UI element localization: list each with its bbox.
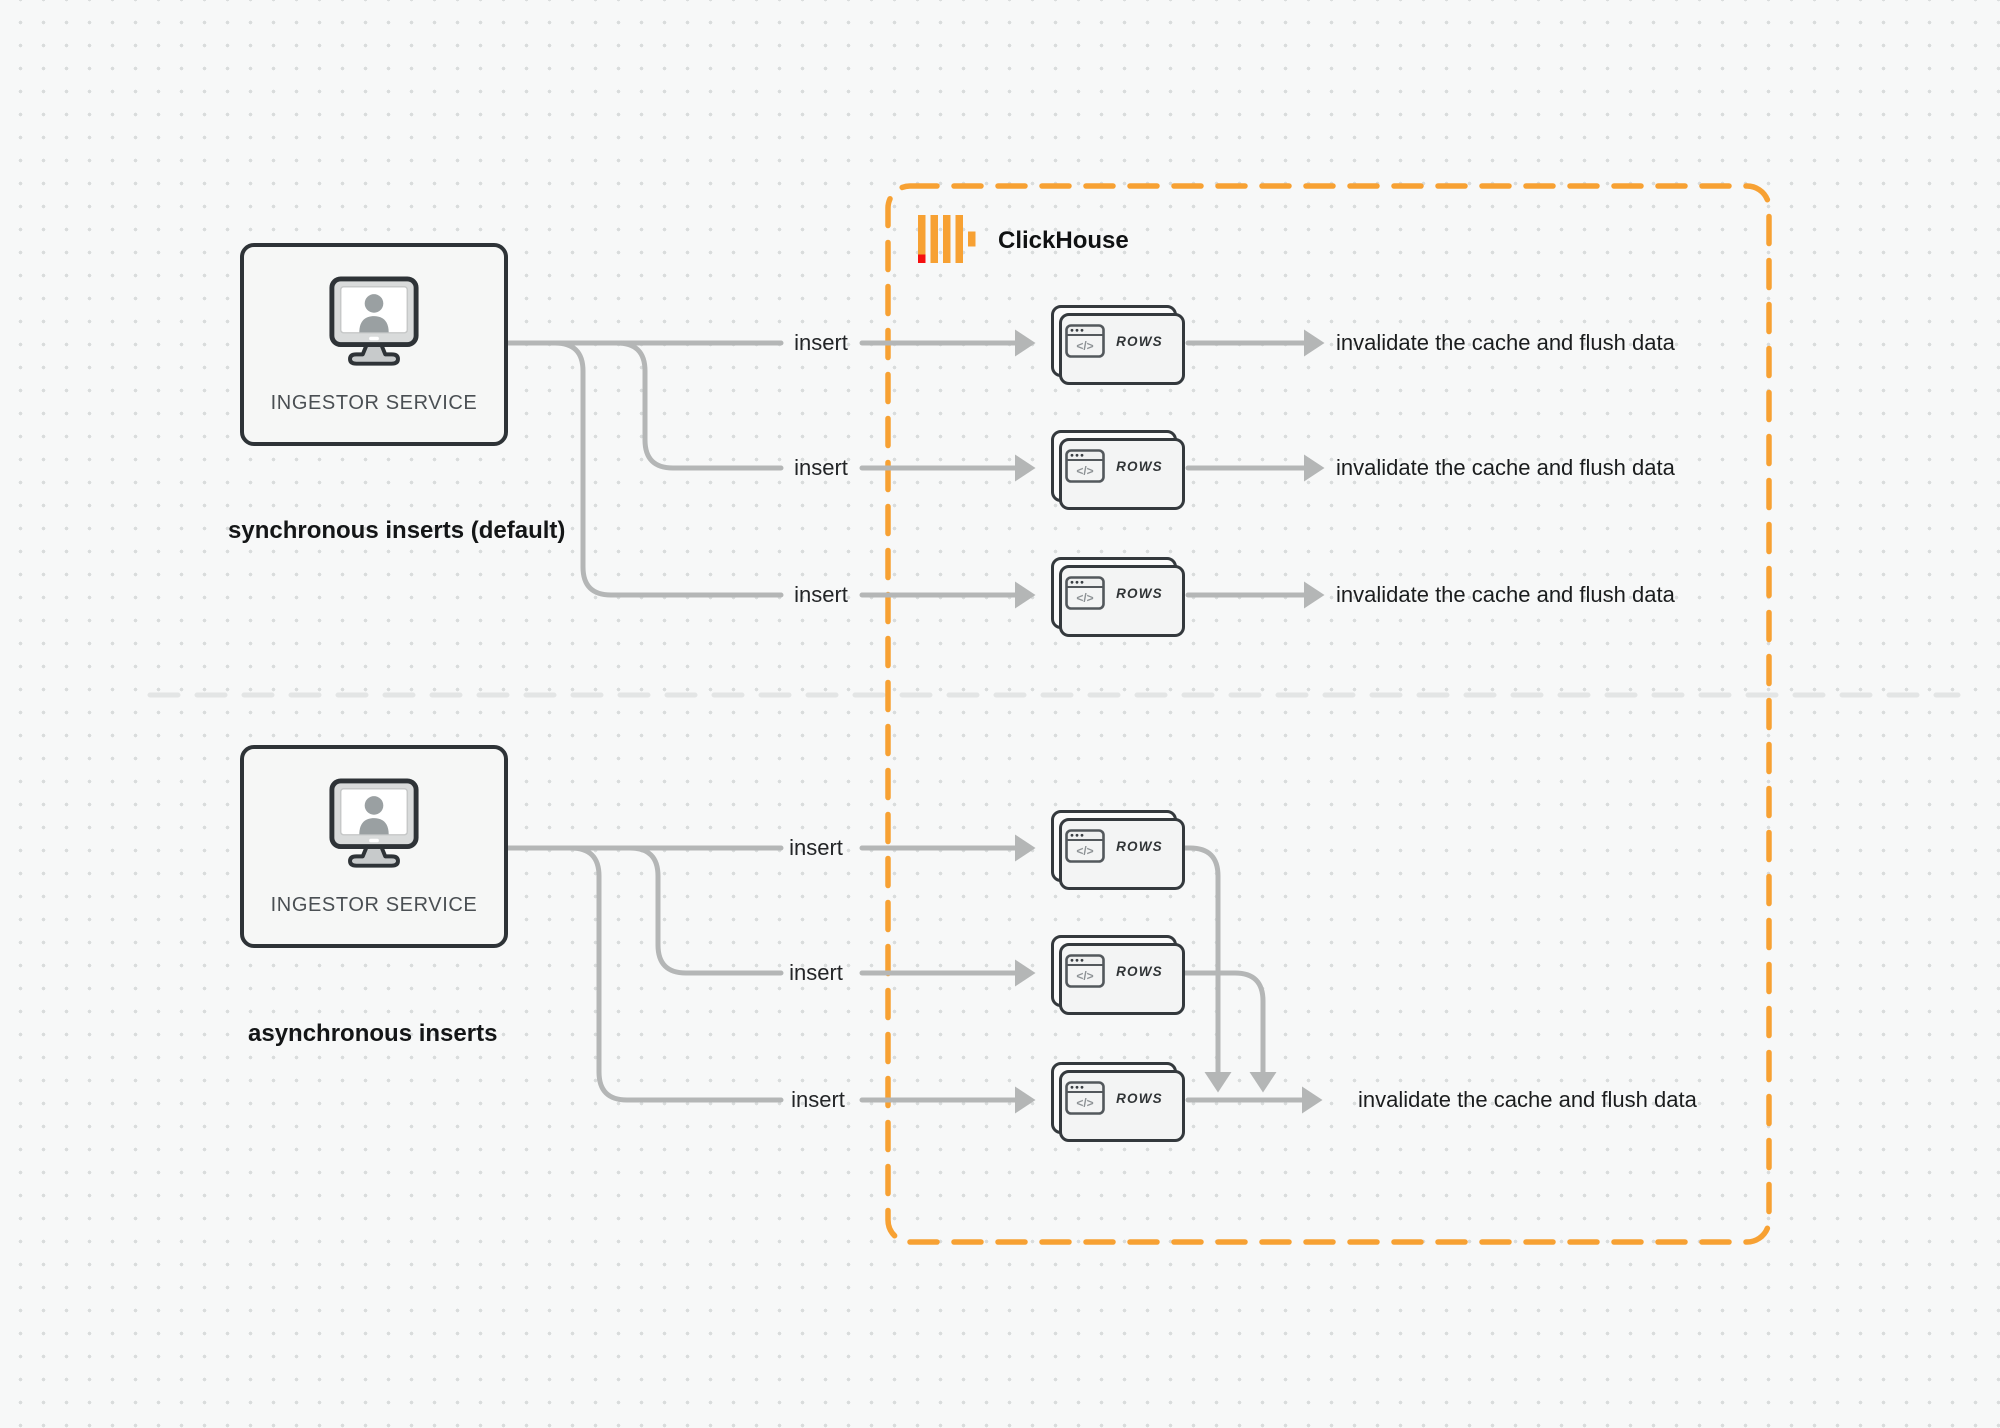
async-converge-arrow-1 [1181,845,1232,1093]
ingestor-service-label: INGESTOR SERVICE [270,391,478,414]
sync-wire-branch-row3 [552,340,784,598]
code-window-icon: </> [1065,449,1105,483]
code-window-icon: </> [1065,829,1105,863]
code-window-icon: </> [1065,1081,1105,1115]
code-window-icon: </> [1065,954,1105,988]
async-wire-branch-row3 [568,845,784,1103]
result-label: invalidate the cache and flush data [1336,330,1675,355]
ingestor-service-box-async: INGESTOR SERVICE [240,745,508,948]
insert-label: insert [794,455,848,480]
insert-label: insert [789,835,843,860]
rows-card: </> ROWS [1051,935,1185,1015]
insert-label: insert [789,960,843,985]
rows-card: </> ROWS [1051,1062,1185,1142]
rows-card: </> ROWS [1051,557,1185,637]
rows-card-label: ROWS [1116,585,1163,601]
code-window-icon: </> [1065,576,1105,610]
ingestor-monitor-icon [327,777,421,880]
insert-label: insert [794,582,848,607]
result-label: invalidate the cache and flush data [1336,455,1675,480]
result-label: invalidate the cache and flush data [1336,582,1675,607]
rows-card-label: ROWS [1116,458,1163,474]
result-label: invalidate the cache and flush data [1358,1087,1697,1112]
rows-card: </> ROWS [1051,810,1185,890]
rows-card-label: ROWS [1116,963,1163,979]
rows-card-label: ROWS [1116,838,1163,854]
ingestor-service-box-sync: INGESTOR SERVICE [240,243,508,446]
async-wire-branch-row2 [627,845,784,976]
svg-text:</>: </> [1076,1096,1093,1110]
rows-card: </> ROWS [1051,305,1185,385]
insert-label: insert [791,1087,845,1112]
clickhouse-logo-icon [918,215,978,268]
sync-caption: synchronous inserts (default) [228,517,566,544]
code-window-icon: </> [1065,324,1105,358]
svg-text:</>: </> [1076,844,1093,858]
async-caption: asynchronous inserts [248,1020,498,1047]
svg-text:</>: </> [1076,591,1093,605]
rows-card-label: ROWS [1116,1090,1163,1106]
svg-text:</>: </> [1076,969,1093,983]
async-converge-arrow-2 [1181,970,1277,1093]
svg-text:</>: </> [1076,464,1093,478]
rows-card-label: ROWS [1116,333,1163,349]
clickhouse-container-border [885,183,1772,1245]
svg-text:</>: </> [1076,339,1093,353]
ingestor-service-label: INGESTOR SERVICE [270,893,478,916]
ingestor-monitor-icon [327,275,421,378]
sync-wire-branch-row2 [614,340,784,471]
insert-label: insert [794,330,848,355]
clickhouse-label: ClickHouse [998,227,1129,254]
rows-card: </> ROWS [1051,430,1185,510]
